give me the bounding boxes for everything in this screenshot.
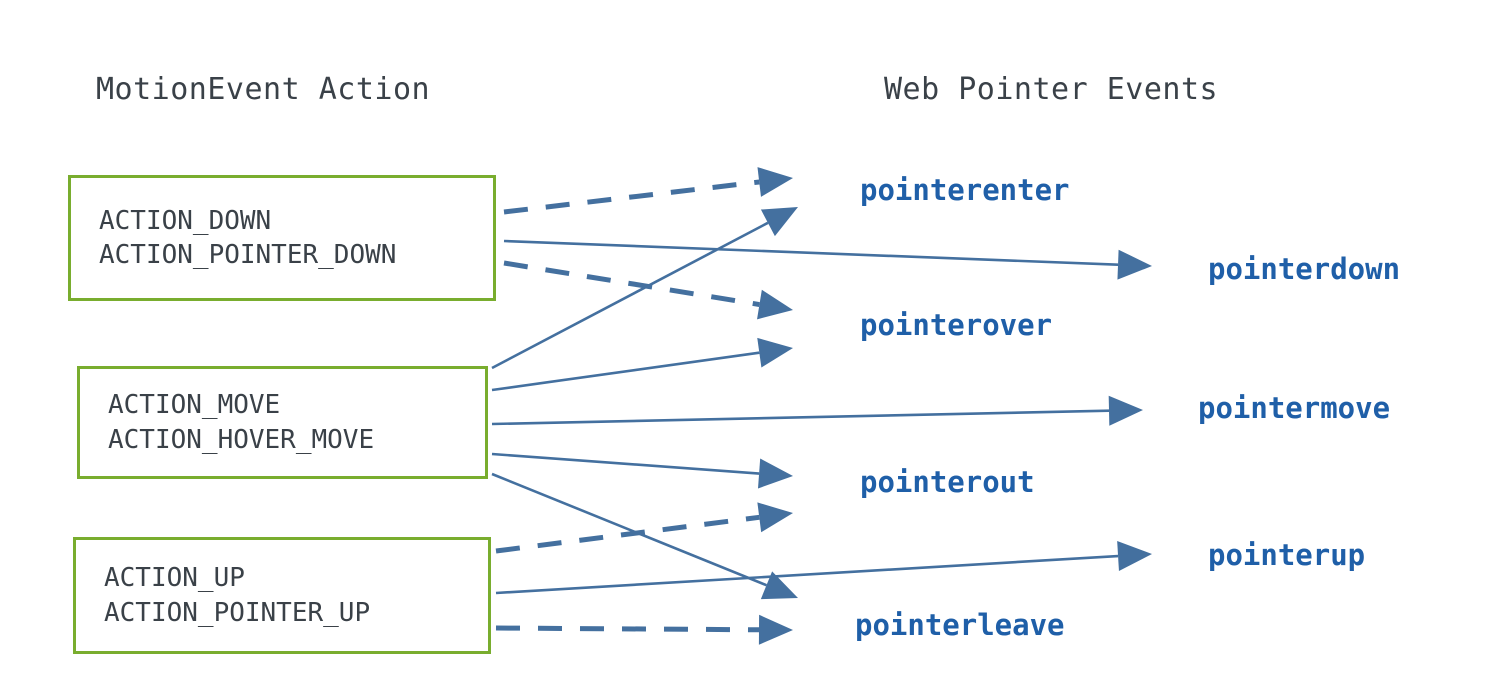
event-label-pointerenter: pointerenter (860, 173, 1070, 207)
connector-up-to-pointerleave (495, 614, 793, 645)
connector-move-to-pointerout (491, 452, 793, 489)
connector-line (495, 625, 760, 633)
connector-move-to-pointermove (491, 395, 1143, 426)
event-label-pointerdown: pointerdown (1208, 252, 1401, 286)
event-label-pointerleave: pointerleave (855, 608, 1065, 642)
arrowhead-icon (757, 337, 793, 368)
action-box-down-line-1: ACTION_DOWN (99, 205, 272, 236)
connector-up-to-pointerup (495, 541, 1152, 595)
action-box-up: ACTION_UP ACTION_POINTER_UP (73, 537, 491, 654)
action-box-down-line-2: ACTION_POINTER_DOWN (99, 240, 397, 270)
connector-move-to-pointerenter (491, 207, 798, 370)
arrowhead-icon (758, 614, 793, 645)
connector-line (495, 554, 1119, 595)
connector-line (491, 452, 760, 475)
event-label-pointerup: pointerup (1208, 538, 1366, 572)
action-box-move: ACTION_MOVE ACTION_HOVER_MOVE (77, 366, 488, 479)
arrowhead-icon (760, 207, 798, 237)
action-box-move-line-1: ACTION_MOVE (108, 390, 281, 421)
event-label-pointermove: pointermove (1198, 391, 1391, 425)
arrowhead-icon (1117, 249, 1152, 280)
connector-line (503, 179, 760, 215)
action-box-up-line-2: ACTION_POINTER_UP (104, 597, 371, 628)
event-label-pointerout: pointerout (860, 465, 1035, 499)
connector-line (491, 221, 769, 370)
event-label-pointerover: pointerover (860, 308, 1053, 342)
arrowhead-icon (757, 458, 793, 489)
arrowhead-icon (760, 571, 798, 600)
connector-line (491, 472, 767, 587)
action-box-up-line-1: ACTION_UP (104, 563, 245, 594)
action-box-down: ACTION_DOWN ACTION_POINTER_DOWN (68, 175, 496, 301)
column-header-web-pointer-events: Web Pointer Events (884, 72, 1219, 107)
connector-down-to-pointerdown (503, 239, 1152, 280)
connector-line (491, 351, 760, 392)
connector-down-to-pointerenter (503, 167, 793, 215)
arrowhead-icon (757, 502, 793, 533)
arrowhead-icon (1117, 541, 1152, 571)
connector-line (495, 514, 760, 554)
connector-up-to-pointerout (495, 502, 793, 554)
connector-move-to-pointerover (491, 337, 793, 392)
connector-move-to-pointerleave (491, 472, 798, 600)
connector-line (503, 239, 1119, 266)
connector-line (491, 409, 1110, 426)
arrowhead-icon (1108, 395, 1143, 426)
arrowhead-icon (757, 167, 793, 197)
arrowhead-icon (757, 289, 793, 320)
connector-down-to-pointerover (503, 260, 793, 320)
column-header-motionevent-action: MotionEvent Action (96, 72, 431, 107)
action-box-move-line-2: ACTION_HOVER_MOVE (108, 424, 375, 455)
connector-line (503, 260, 760, 308)
